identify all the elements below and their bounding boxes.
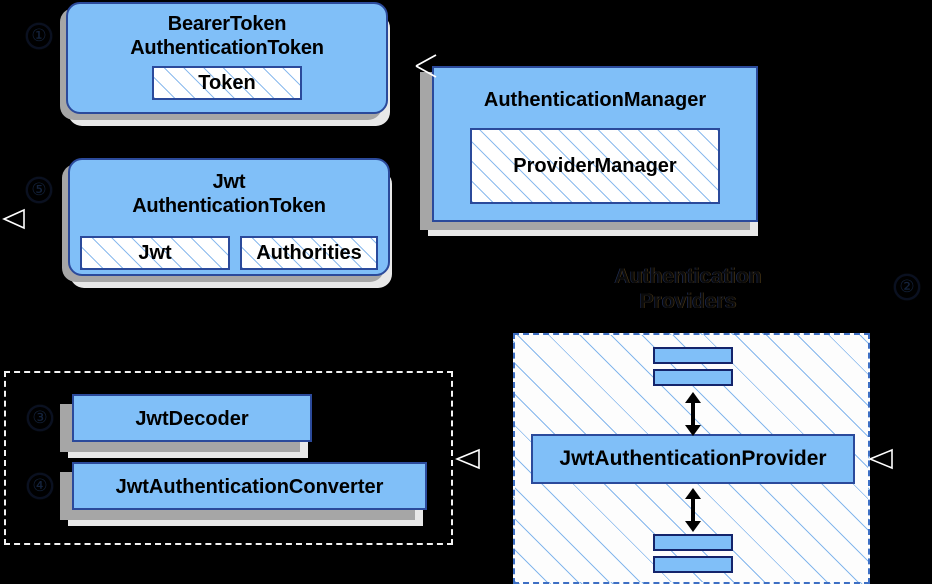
card-jwt-decoder[interactable]: JwtDecoder [72,394,312,442]
jwt-authentication-converter-title: JwtAuthenticationConverter [115,476,384,498]
authentication-manager-inner-provider-manager[interactable]: ProviderManager [470,128,720,204]
jwt-token-inner-jwt[interactable]: Jwt [80,236,230,270]
bearer-token-title: BearerToken AuthenticationToken [68,12,386,60]
card-bearer-token-authentication-token[interactable]: BearerToken AuthenticationToken Token [66,2,388,114]
jwt-token-inner-authorities[interactable]: Authorities [240,236,378,270]
provider-stub-bar-top-2 [653,369,733,386]
jwt-support-group [4,371,453,545]
bearer-token-title-line2: AuthenticationToken [130,37,324,59]
authentication-providers-label: Authentication Providers [571,264,805,314]
step-marker-4: ④ [27,473,53,499]
bearer-token-inner-token[interactable]: Token [152,66,302,100]
card-jwt-authentication-provider[interactable]: JwtAuthenticationProvider [531,434,855,484]
providers-top-double-arrow [685,392,701,436]
jwt-token-out-arrowhead [2,208,25,230]
authentication-manager-title: AuthenticationManager [483,89,707,111]
provider-stub-bar-bottom-1 [653,534,733,551]
step-marker-5: ⑤ [26,177,52,203]
provider-manager-label: ProviderManager [513,155,677,177]
jwt-token-title: Jwt AuthenticationToken [70,170,388,218]
provider-stub-bar-bottom-2 [653,556,733,573]
providers-bottom-double-arrow [685,488,701,532]
card-jwt-authentication-converter[interactable]: JwtAuthenticationConverter [72,462,427,510]
jwt-token-title-line1: Jwt [212,171,246,193]
card-jwt-authentication-token[interactable]: Jwt AuthenticationToken Jwt Authorities [68,158,390,276]
authentication-providers-label-line1: Authentication [614,265,762,288]
jwt-token-inner-jwt-label: Jwt [138,242,172,264]
jwt-decoder-title: JwtDecoder [135,408,249,430]
jwt-provider-right-arrowhead [868,448,893,470]
bearer-token-title-line1: BearerToken [167,13,287,35]
step-marker-2: ② [894,274,920,300]
provider-stub-bar-top-1 [653,347,733,364]
jwt-support-group-right-arrowhead [455,448,480,470]
step-marker-1: ① [26,23,52,49]
jwt-token-inner-authorities-label: Authorities [256,242,362,264]
jwt-authentication-provider-title: JwtAuthenticationProvider [559,447,827,470]
card-authentication-manager[interactable]: AuthenticationManager ProviderManager [432,66,758,222]
step-marker-3: ③ [27,405,53,431]
jwt-token-title-line2: AuthenticationToken [132,195,326,217]
bearer-token-inner-token-label: Token [198,72,256,94]
bearer-token-to-manager-connector [415,54,437,78]
authentication-providers-label-line2: Providers [639,290,737,313]
